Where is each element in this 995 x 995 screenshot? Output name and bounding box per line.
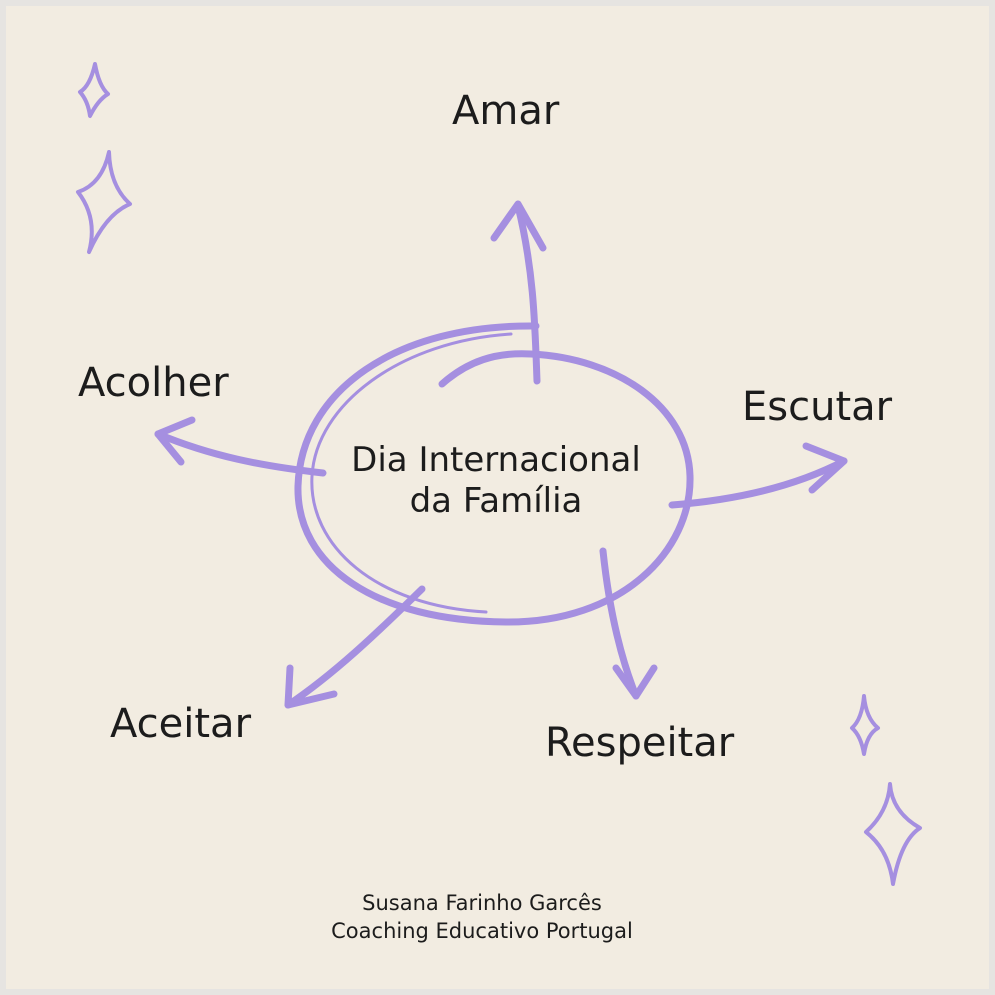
background [6,6,989,989]
arrow-icon-aceitar [284,585,426,709]
arrow-icon-acolher [154,416,327,477]
arrow-icon-amar [490,200,547,385]
diagram-canvas: Dia Internacional da Família Amar Acolhe… [6,6,989,989]
value-label-aceitar: Aceitar [110,701,252,747]
credit-organization: Coaching Educativo Portugal [331,919,633,943]
value-label-escutar: Escutar [742,384,893,430]
value-label-amar: Amar [452,88,560,134]
arrow-icon-escutar [668,442,848,509]
value-label-respeitar: Respeitar [545,720,735,766]
center-ellipse-stroke-inner [310,332,513,614]
sparkle-icon-top-left-large [76,150,132,254]
sparkle-icon-bottom-right-small [850,694,880,756]
sparkle-icon-top-left-small [78,62,110,118]
value-label-acolher: Acolher [78,360,229,406]
sparkle-icon-bottom-right-large [864,782,922,886]
center-title-line-1: Dia Internacional [351,440,641,480]
center-title-line-2: da Família [409,481,583,521]
arrow-icon-respeitar [599,547,658,700]
mind-map-drawing [6,6,989,989]
credit-name: Susana Farinho Garcês [362,891,602,915]
center-ellipse-stroke-outer [294,322,694,626]
